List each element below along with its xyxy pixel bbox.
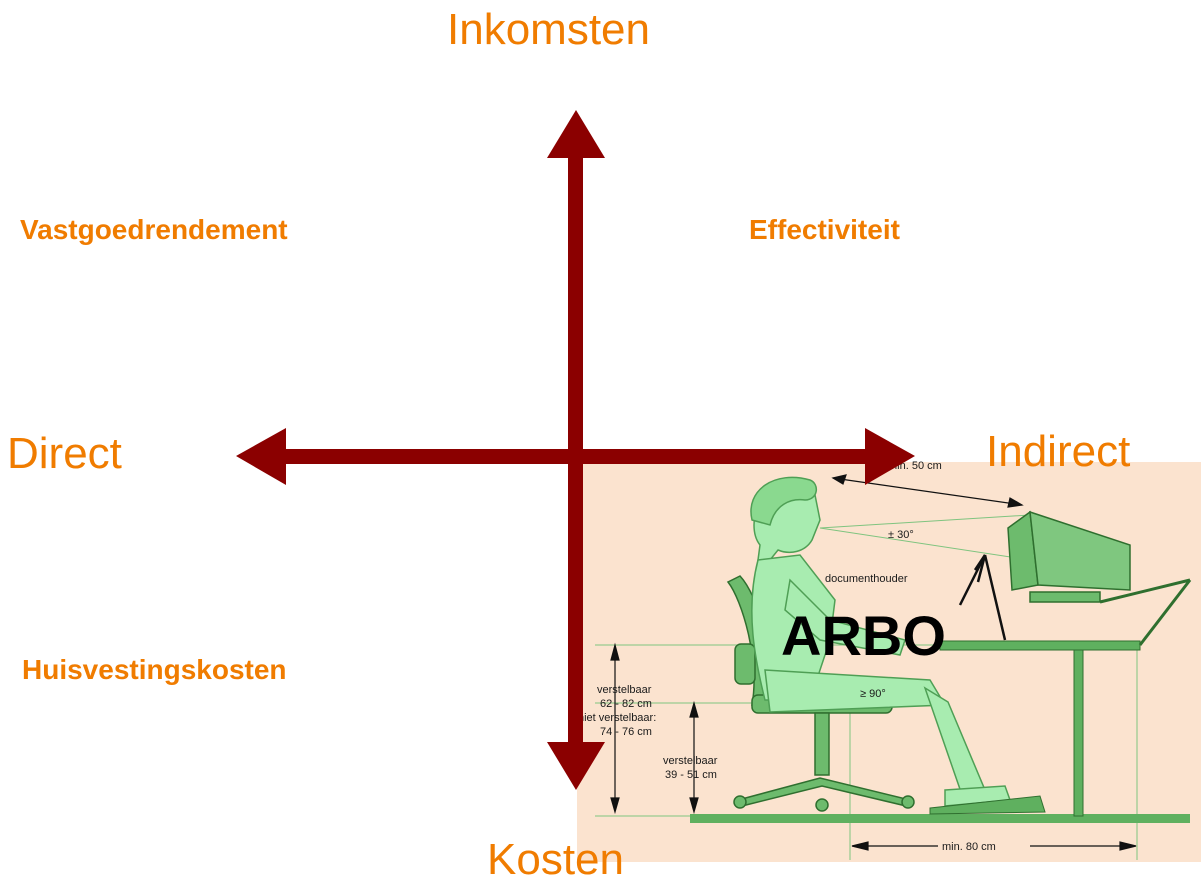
axis-label-right: Indirect: [986, 427, 1131, 476]
arbo-title: ARBO: [781, 604, 946, 667]
angle-label: ± 30°: [888, 529, 914, 541]
desk-adjustable-range: 62 - 82 cm: [600, 698, 652, 710]
quadrant-label-bottom-left: Huisvestingskosten: [22, 654, 287, 685]
desk: [939, 640, 1141, 817]
seated-person: [750, 476, 1012, 807]
desk-fixed-label: niet verstelbaar:: [578, 712, 656, 724]
horizontal-axis: [275, 449, 875, 464]
arrow-left-icon: [236, 428, 286, 485]
axis-label-top: Inkomsten: [447, 5, 650, 54]
desk-adjustable-label: verstelbaar: [597, 684, 652, 696]
arrow-down-icon: [547, 742, 605, 790]
monitor: [1007, 510, 1192, 646]
document-holder-label: documenthouder: [825, 573, 908, 585]
axis-label-bottom: Kosten: [487, 835, 624, 884]
seat-range-label: 39 - 51 cm: [665, 769, 717, 781]
knee-angle-label: ≥ 90°: [860, 688, 886, 700]
desk-fixed-range: 74 - 76 cm: [600, 726, 652, 738]
floor: [690, 814, 1190, 823]
axis-label-left: Direct: [7, 429, 122, 478]
seat-adjustable-label: verstelbaar: [663, 755, 718, 767]
document-holder: [958, 554, 1007, 641]
arrow-up-icon: [547, 110, 605, 158]
quadrant-label-top-right: Effectiviteit: [749, 214, 900, 245]
leg-space-label: min. 80 cm: [942, 841, 996, 853]
footrest: [929, 795, 1046, 815]
dimension-lines: [610, 474, 1137, 851]
quadrant-label-top-left: Vastgoedrendement: [20, 214, 288, 245]
arrow-right-icon: [865, 428, 915, 485]
